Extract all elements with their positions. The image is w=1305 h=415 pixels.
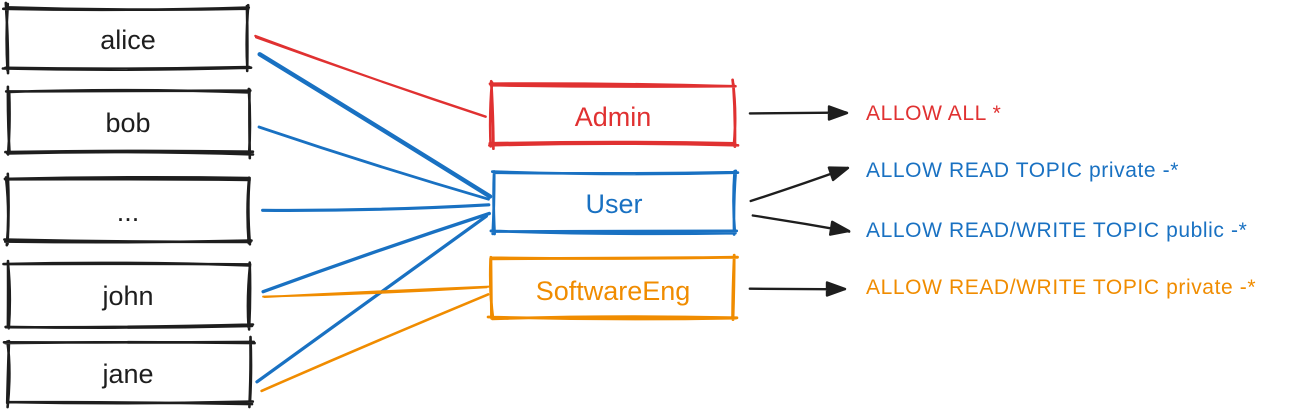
role-box-softwareeng <box>486 253 739 321</box>
user-box-bob <box>4 85 255 160</box>
role-node-softwareeng: SoftwareEng <box>486 253 739 321</box>
role-box-admin <box>488 78 740 151</box>
edge-john-user <box>261 211 491 294</box>
user-box-dots <box>3 172 253 247</box>
edge-jane-user <box>255 214 488 384</box>
arrow-user-read-private <box>749 166 850 203</box>
arrows-role-permission <box>748 105 851 297</box>
user-node-bob: bob <box>4 85 255 160</box>
permission-readwrite-topic-public: ALLOW READ/WRITE TOPIC public -* <box>866 219 1247 242</box>
role-box-user <box>489 169 740 236</box>
edge-alice-user <box>257 52 493 199</box>
user-node-alice: alice <box>1 1 253 75</box>
user-label-dots: ... <box>117 197 140 227</box>
permission-allow-all: ALLOW ALL * <box>866 102 1001 125</box>
role-label-softwareeng: SoftwareEng <box>536 276 691 306</box>
user-node-john: john <box>2 259 255 331</box>
permission-readwrite-topic-private: ALLOW READ/WRITE TOPIC private -* <box>866 276 1256 299</box>
user-label-jane: jane <box>101 359 153 389</box>
edge-bob-user <box>257 125 490 201</box>
arrow-admin-allow-all <box>748 105 849 121</box>
edge-john-softwareeng <box>262 285 491 298</box>
permission-read-topic-private: ALLOW READ TOPIC private -* <box>866 159 1179 182</box>
user-node-jane: jane <box>2 335 256 409</box>
arrow-softwareeng-readwrite-private <box>748 281 847 297</box>
role-node-user: User <box>489 169 740 236</box>
user-box-john <box>2 259 255 331</box>
role-node-admin: Admin <box>488 78 740 151</box>
user-box-jane <box>2 335 256 409</box>
edge-jane-softwareeng <box>260 293 490 393</box>
user-label-john: john <box>101 281 153 311</box>
role-label-admin: Admin <box>575 102 652 132</box>
edges-user-role <box>254 34 493 393</box>
permission-labels: ALLOW ALL * ALLOW READ TOPIC private -* … <box>866 102 1256 299</box>
edge-alice-admin <box>254 34 487 118</box>
role-label-user: User <box>585 189 642 219</box>
arrow-user-readwrite-public <box>751 214 851 236</box>
user-label-bob: bob <box>105 108 150 138</box>
user-node-dots: ... <box>3 172 253 247</box>
user-label-alice: alice <box>100 25 156 55</box>
user-box-alice <box>1 1 253 75</box>
edge-dots-user <box>261 203 491 212</box>
